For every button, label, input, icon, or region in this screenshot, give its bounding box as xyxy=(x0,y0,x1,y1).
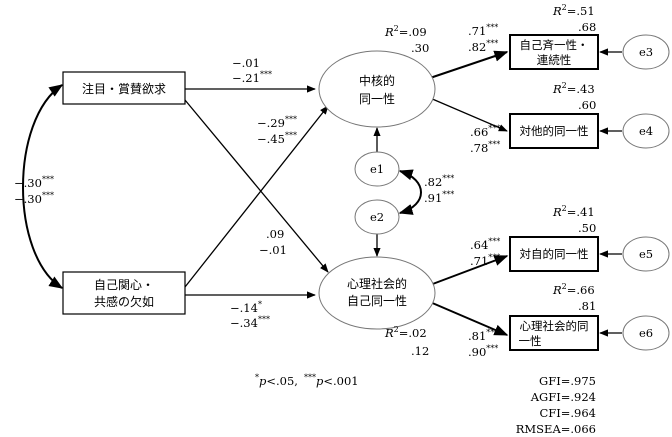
node-psychosocial-indicator-label-2: 一性 xyxy=(519,334,542,348)
node-psychosocial-indicator-label-1: 心理社会的同 xyxy=(520,319,589,333)
node-self-concern-label-2: 共感の欠如 xyxy=(94,294,154,309)
r2-selfsame-1: R2=.51 xyxy=(552,3,595,18)
node-e4: e4 xyxy=(622,113,670,149)
coef-att-psy-2: −.01 xyxy=(259,243,287,257)
node-e3: e3 xyxy=(622,34,670,70)
r2-core-2: .30 xyxy=(411,41,429,55)
node-e6: e6 xyxy=(622,315,670,351)
path-exogenous-correlation xyxy=(22,84,64,289)
node-e2-label: e2 xyxy=(370,210,384,224)
r2-other-2: .60 xyxy=(578,98,596,112)
r2-psy-2: .12 xyxy=(411,344,429,358)
node-self-concern: 自己関心・ 共感の欠如 xyxy=(62,271,186,315)
r2-ind-1: R2=.66 xyxy=(552,282,595,297)
coef-psy-selfdir-2: .71*** xyxy=(470,253,500,268)
coef-att-core-1: −.01 xyxy=(232,56,260,70)
path-selfconcern-to-core xyxy=(184,105,329,288)
coef-e1-e2-1: .82*** xyxy=(424,174,454,189)
node-selfsame-label-1: 自己斉一性・ xyxy=(520,38,589,52)
r2-core-1: R2=.09 xyxy=(384,24,427,39)
node-e5: e5 xyxy=(622,236,670,272)
r2-psy-1: R2=.02 xyxy=(384,325,427,340)
coef-psy-ind-1: .81*** xyxy=(468,328,498,343)
coef-psy-ind-2: .90*** xyxy=(468,344,498,359)
coef-att-psy-1: .09 xyxy=(266,227,284,241)
path-core-to-selfsame xyxy=(429,50,509,79)
coef-exog-corr-2: −.30*** xyxy=(14,191,54,206)
paths xyxy=(22,48,622,337)
node-psychosocial-indicator: 心理社会的同 一性 xyxy=(509,315,599,351)
fit-rmsea: RMSEA=.066 xyxy=(516,422,596,436)
node-e5-label: e5 xyxy=(639,247,653,261)
node-attention: 注目・賞賛欲求 xyxy=(62,71,186,105)
coef-att-core-2: −.21*** xyxy=(232,70,272,85)
coef-core-other-2: .78*** xyxy=(470,140,500,155)
node-e3-label: e3 xyxy=(639,45,653,59)
node-core-identity: 中核的 同一性 xyxy=(318,50,436,128)
node-self-concern-label-1: 自己関心・ xyxy=(94,278,154,292)
node-e1: e1 xyxy=(354,151,400,187)
node-other-label: 対他的同一性 xyxy=(520,124,589,138)
path-attention-to-psychosocial xyxy=(184,99,329,273)
r2-ind-2: .81 xyxy=(578,299,596,313)
node-core-label-2: 同一性 xyxy=(359,92,395,106)
node-attention-label: 注目・賞賛欲求 xyxy=(82,81,166,96)
fit-gfi: GFI=.975 xyxy=(539,374,596,388)
path-psychosocial-to-individual xyxy=(429,301,509,336)
node-selfsame: 自己斉一性・ 連続性 xyxy=(509,34,599,70)
coef-self-core-2: −.45*** xyxy=(257,131,297,146)
coef-core-selfsame-1: .71*** xyxy=(468,23,498,38)
node-e2: e2 xyxy=(354,199,400,235)
fit-agfi: AGFI=.924 xyxy=(530,390,596,404)
coef-self-core-1: −.29*** xyxy=(257,115,297,130)
node-core-label-1: 中核的 xyxy=(359,73,395,88)
node-psychosocial-identity: 心理社会的 自己同一性 xyxy=(318,256,436,330)
significance-footnote: *p<.05,***p<.001 xyxy=(255,373,359,388)
node-e4-label: e4 xyxy=(639,124,653,138)
r2-other-1: R2=.43 xyxy=(552,81,595,96)
node-e6-label: e6 xyxy=(639,326,653,340)
node-psychosocial-label-2: 自己同一性 xyxy=(347,294,407,308)
r2-selfsame-2: .68 xyxy=(578,20,596,34)
fit-cfi: CFI=.964 xyxy=(539,406,596,420)
node-selfsame-label-2: 連続性 xyxy=(537,53,572,67)
node-psychosocial-label-1: 心理社会的 xyxy=(347,276,407,291)
node-e1-label: e1 xyxy=(370,162,384,176)
node-other: 対他的同一性 xyxy=(509,113,599,149)
path-psychosocial-to-selfdirected xyxy=(429,255,509,286)
coef-e1-e2-2: .91*** xyxy=(424,190,454,205)
path-core-to-other xyxy=(429,97,508,132)
node-self-directed-label: 対自的同一性 xyxy=(520,247,589,261)
coef-exog-corr-1: −.30*** xyxy=(14,175,54,190)
r2-selfdir-2: .50 xyxy=(578,221,596,235)
coef-self-psy-1: −.14* xyxy=(230,300,262,315)
node-self-directed: 対自的同一性 xyxy=(509,236,599,272)
r2-selfdir-1: R2=.41 xyxy=(552,204,595,219)
path-e1-e2-correlation xyxy=(398,169,422,215)
coef-self-psy-2: −.34*** xyxy=(230,315,270,330)
coef-psy-selfdir-1: .64*** xyxy=(470,237,500,252)
coef-core-other-1: .66*** xyxy=(470,124,500,139)
coef-core-selfsame-2: .82*** xyxy=(468,39,498,54)
